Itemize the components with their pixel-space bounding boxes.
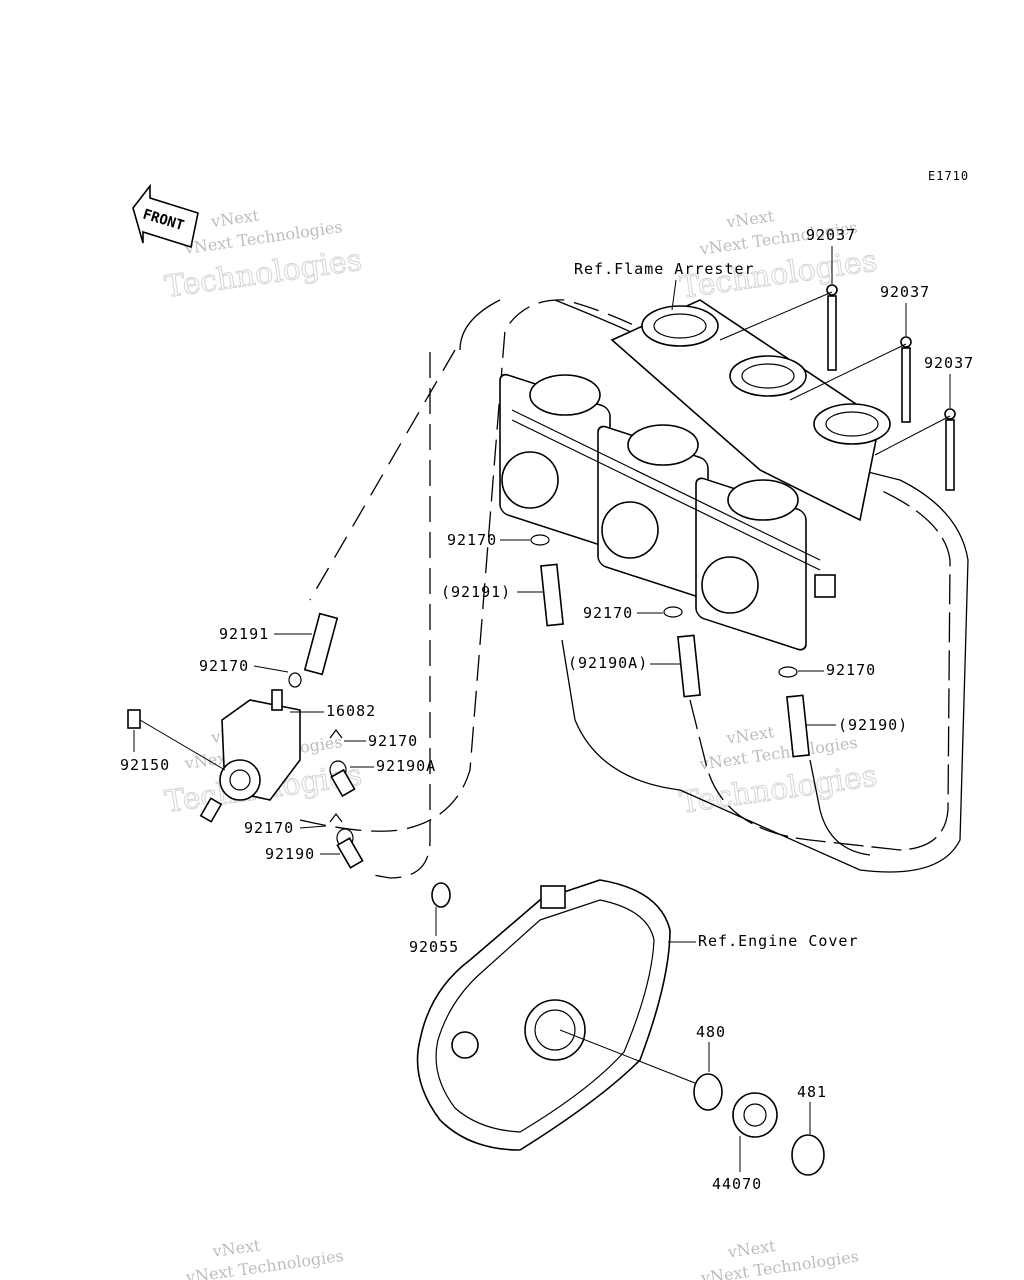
leader-92037-c2 xyxy=(874,415,951,456)
callout-92037-c: 92037 xyxy=(924,354,974,372)
callout-92170-a: 92170 xyxy=(447,531,497,549)
carb-hoses xyxy=(530,534,810,758)
callout-16082: 16082 xyxy=(326,702,376,720)
watermark-line1: vNext xyxy=(724,722,776,748)
watermark-line2: vNext Technologies xyxy=(699,1247,860,1280)
stud-92037-group xyxy=(826,284,956,491)
callout-92037-b: 92037 xyxy=(880,283,930,301)
watermark-bottom-right: vNext vNext Technologies xyxy=(699,1236,860,1280)
watermark-line2: vNext Technologies xyxy=(184,1246,345,1280)
diagram-code: E1710 xyxy=(928,169,969,183)
callout-92190a: 92190A xyxy=(376,757,436,775)
callout-480: 480 xyxy=(696,1023,726,1041)
callout-44070: 44070 xyxy=(712,1175,762,1193)
watermark-top-right: vNext vNext Technologies Technologies xyxy=(677,206,879,306)
callout-92170-d: 92170 xyxy=(199,657,249,675)
callout-92170-c: 92170 xyxy=(826,661,876,679)
fuel-line-routes xyxy=(299,299,969,879)
ref-engine-cover-label: Ref.Engine Cover xyxy=(698,932,859,950)
callout-92190-paren: (92190) xyxy=(838,716,908,734)
watermark-line1: vNext xyxy=(726,1236,778,1262)
callout-92055: 92055 xyxy=(409,938,459,956)
callout-92150: 92150 xyxy=(120,756,170,774)
callout-92170-f: 92170 xyxy=(244,819,294,837)
watermark-bottom-left: vNext vNext Technologies xyxy=(184,1235,345,1280)
watermark-line1: vNext xyxy=(724,206,776,232)
engine-cover xyxy=(416,879,701,1151)
callout-481: 481 xyxy=(797,1083,827,1101)
callout-92170-e: 92170 xyxy=(368,732,418,750)
carburetor-assembly xyxy=(499,373,836,651)
callout-92190a-paren: (92190A) xyxy=(568,654,648,672)
callout-92190: 92190 xyxy=(265,845,315,863)
front-arrow-icon: FRONT xyxy=(132,183,199,249)
leader-92037-b2 xyxy=(789,343,907,401)
ref-flame-arrester-label: Ref.Flame Arrester xyxy=(574,260,755,278)
flame-arrester-assembly xyxy=(610,299,891,522)
callouts: 92037 92037 92037 92170 (92191) 92170 (9… xyxy=(120,226,974,1193)
ref-flame-arrester-leader xyxy=(671,279,677,311)
callout-92037-a: 92037 xyxy=(806,226,856,244)
leader-92037-a2 xyxy=(719,291,833,341)
fuel-pump-assembly xyxy=(127,612,364,869)
leader-92170-f xyxy=(299,825,327,829)
leader-92170-d xyxy=(253,665,289,673)
small-parts xyxy=(431,882,825,1176)
callout-92191: 92191 xyxy=(219,625,269,643)
callout-92170-b: 92170 xyxy=(583,604,633,622)
watermark-line1: vNext xyxy=(210,1235,262,1261)
watermark-line1: vNext xyxy=(209,205,261,231)
callout-92191-paren: (92191) xyxy=(441,583,511,601)
